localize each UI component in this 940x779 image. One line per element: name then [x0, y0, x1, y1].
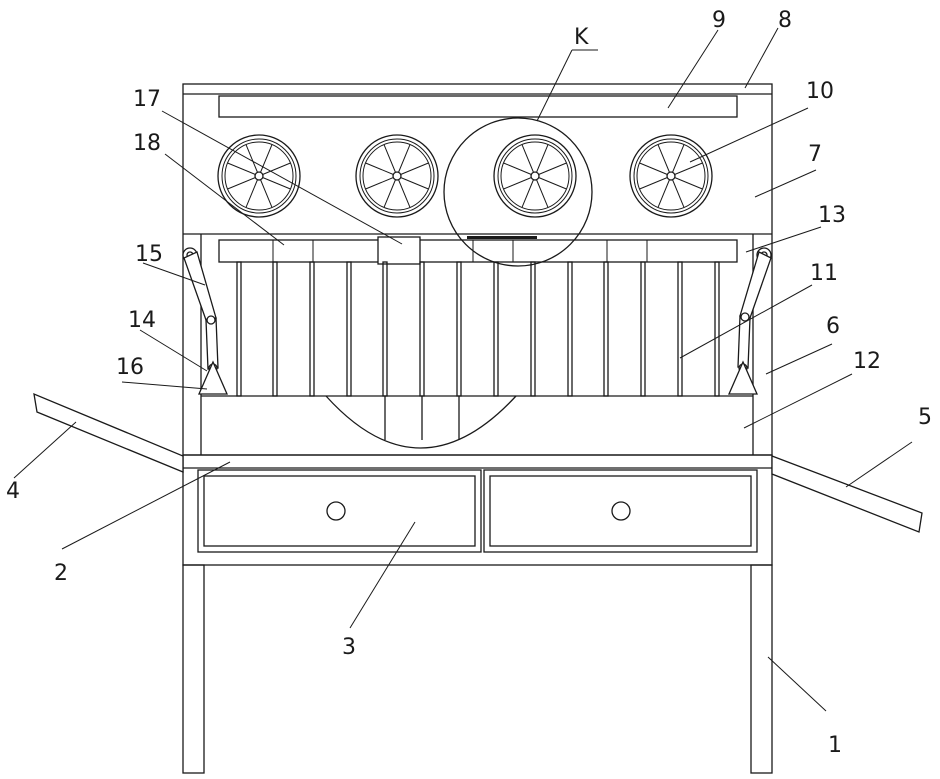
slider-block — [378, 237, 420, 264]
label-k: K — [574, 25, 589, 50]
label-5: 5 — [918, 405, 932, 430]
label-9: 9 — [712, 8, 726, 33]
grille-bar — [678, 262, 682, 396]
label-11: 11 — [810, 261, 838, 286]
label-1: 1 — [828, 733, 842, 758]
grille-bar — [420, 262, 424, 396]
label-14: 14 — [128, 308, 156, 333]
grille-bar — [273, 262, 277, 396]
label-17: 17 — [133, 87, 161, 112]
fan-icon — [494, 135, 576, 217]
grille-bars — [237, 262, 719, 440]
cross-beam — [219, 236, 737, 264]
label-16: 16 — [116, 355, 144, 380]
label-10: 10 — [806, 79, 834, 104]
label-13: 13 — [818, 203, 846, 228]
legs — [183, 565, 772, 773]
fan-icon — [218, 135, 300, 217]
grille-bar — [347, 262, 351, 396]
label-6: 6 — [826, 314, 840, 339]
grille-bar — [641, 262, 645, 396]
grille-bar — [457, 262, 461, 396]
linkage-left — [183, 248, 227, 394]
label-4: 4 — [6, 479, 20, 504]
gear-strip — [467, 236, 537, 239]
grille-bar — [531, 262, 535, 396]
grille-bar — [310, 262, 314, 396]
label-7: 7 — [808, 142, 822, 167]
grille-bar — [237, 262, 241, 396]
grille-bar — [383, 262, 387, 396]
drawer-knob-left — [327, 502, 345, 520]
fan-icon — [630, 135, 712, 217]
grille-bar — [715, 262, 719, 396]
side-chutes — [34, 394, 922, 532]
label-3: 3 — [342, 635, 356, 660]
grille-bar — [494, 262, 498, 396]
label-8: 8 — [778, 8, 792, 33]
label-12: 12 — [853, 349, 881, 374]
grille-bar — [568, 262, 572, 396]
cabinet — [183, 84, 772, 455]
label-2: 2 — [54, 561, 68, 586]
fans — [218, 135, 712, 217]
label-15: 15 — [135, 242, 163, 267]
part-labels: 1 2 3 4 5 6 7 8 9 10 11 12 13 14 15 16 1… — [6, 8, 932, 758]
grille-bar — [604, 262, 608, 396]
drawer-knob-right — [612, 502, 630, 520]
top-bar — [219, 96, 737, 117]
lower-arc — [326, 396, 516, 448]
label-18: 18 — [133, 131, 161, 156]
base-table — [183, 455, 772, 565]
linkage-right — [729, 248, 771, 394]
detail-circle-k — [444, 118, 592, 266]
fan-icon — [356, 135, 438, 217]
